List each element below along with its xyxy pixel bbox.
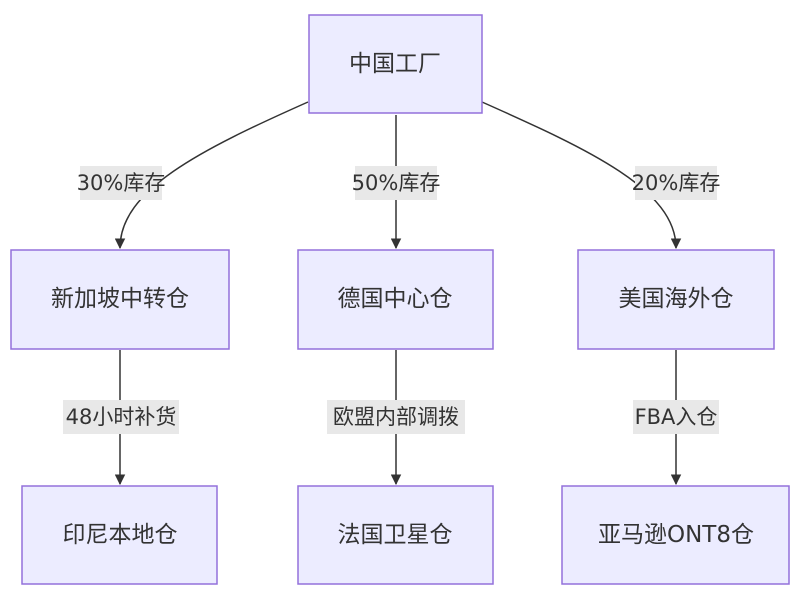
node-label: 亚马逊ONT8仓: [598, 522, 754, 548]
edge-factory-singapore: [114, 101, 309, 250]
edge-label-text: 50%库存: [352, 171, 441, 195]
edge-label-text: 30%库存: [77, 171, 166, 195]
node-usa-warehouse[interactable]: 美国海外仓: [577, 249, 775, 350]
edge-label-to-usa: 20%库存: [632, 166, 721, 200]
node-label: 美国海外仓: [619, 286, 734, 312]
edge-label-text: 欧盟内部调拨: [333, 405, 459, 429]
node-germany-warehouse[interactable]: 德国中心仓: [297, 249, 494, 350]
edge-label-text: FBA入仓: [635, 405, 718, 429]
node-singapore-warehouse[interactable]: 新加坡中转仓: [10, 249, 230, 350]
node-label: 法国卫星仓: [338, 522, 453, 548]
node-label: 新加坡中转仓: [51, 286, 189, 312]
edge-label-to-germany: 50%库存: [352, 166, 441, 200]
node-china-factory[interactable]: 中国工厂: [308, 14, 483, 114]
node-france-warehouse[interactable]: 法国卫星仓: [297, 485, 494, 585]
node-label: 德国中心仓: [338, 286, 453, 312]
node-label: 印尼本地仓: [63, 522, 178, 548]
edge-label-text: 20%库存: [632, 171, 721, 195]
edge-label-to-france: 欧盟内部调拨: [327, 400, 465, 434]
edge-label-to-amazon: FBA入仓: [633, 400, 719, 434]
node-label: 中国工厂: [349, 51, 441, 77]
node-amazon-warehouse[interactable]: 亚马逊ONT8仓: [561, 485, 790, 585]
edge-label-text: 48小时补货: [66, 405, 177, 429]
edge-factory-usa: [481, 101, 682, 250]
edge-label-to-singapore: 30%库存: [77, 166, 166, 200]
node-indonesia-warehouse[interactable]: 印尼本地仓: [21, 485, 218, 585]
edge-label-to-indonesia: 48小时补货: [63, 400, 179, 434]
